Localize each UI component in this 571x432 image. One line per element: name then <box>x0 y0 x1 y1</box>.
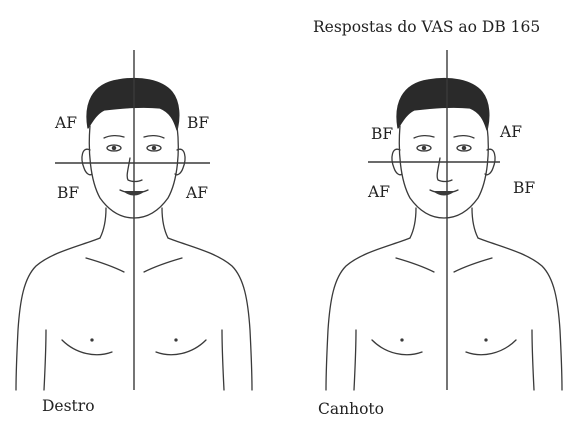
caption-right-handed: Destro <box>42 399 95 415</box>
zone-upper-right: AF <box>500 125 522 141</box>
clavicle-left <box>396 258 434 272</box>
zone-upper-right: BF <box>187 116 209 132</box>
chest-right <box>156 340 206 355</box>
face-outline <box>399 126 488 218</box>
clavicle-left <box>86 258 124 272</box>
zone-upper-left: BF <box>371 127 393 143</box>
clavicle-right <box>454 258 492 272</box>
clavicle-right <box>144 258 182 272</box>
diagram-title: Respostas do VAS ao DB 165 <box>313 20 540 36</box>
left-shoulder <box>326 238 410 390</box>
left-shoulder <box>16 238 100 390</box>
figure-right-handed <box>0 40 280 400</box>
caption-left-handed: Canhoto <box>318 402 384 418</box>
zone-lower-left: AF <box>368 185 390 201</box>
right-shoulder <box>478 238 562 390</box>
zone-lower-right: BF <box>513 181 535 197</box>
neck <box>100 208 106 238</box>
chest-right <box>466 340 516 355</box>
hair <box>87 79 179 131</box>
right-eyebrow <box>454 136 474 138</box>
left-eyebrow <box>104 136 124 138</box>
torso-drawing-left-handed <box>310 40 571 400</box>
neck <box>410 208 416 238</box>
chest-left <box>62 340 112 355</box>
zone-lower-right: AF <box>186 186 208 202</box>
right-shoulder <box>168 238 252 390</box>
zone-upper-left: AF <box>55 116 77 132</box>
chest-left <box>372 340 422 355</box>
torso-drawing-right-handed <box>0 40 280 400</box>
figure-left-handed <box>310 40 571 400</box>
hair <box>397 79 489 131</box>
left-eyebrow <box>414 136 434 138</box>
right-eyebrow <box>144 136 164 138</box>
zone-lower-left: BF <box>57 186 79 202</box>
